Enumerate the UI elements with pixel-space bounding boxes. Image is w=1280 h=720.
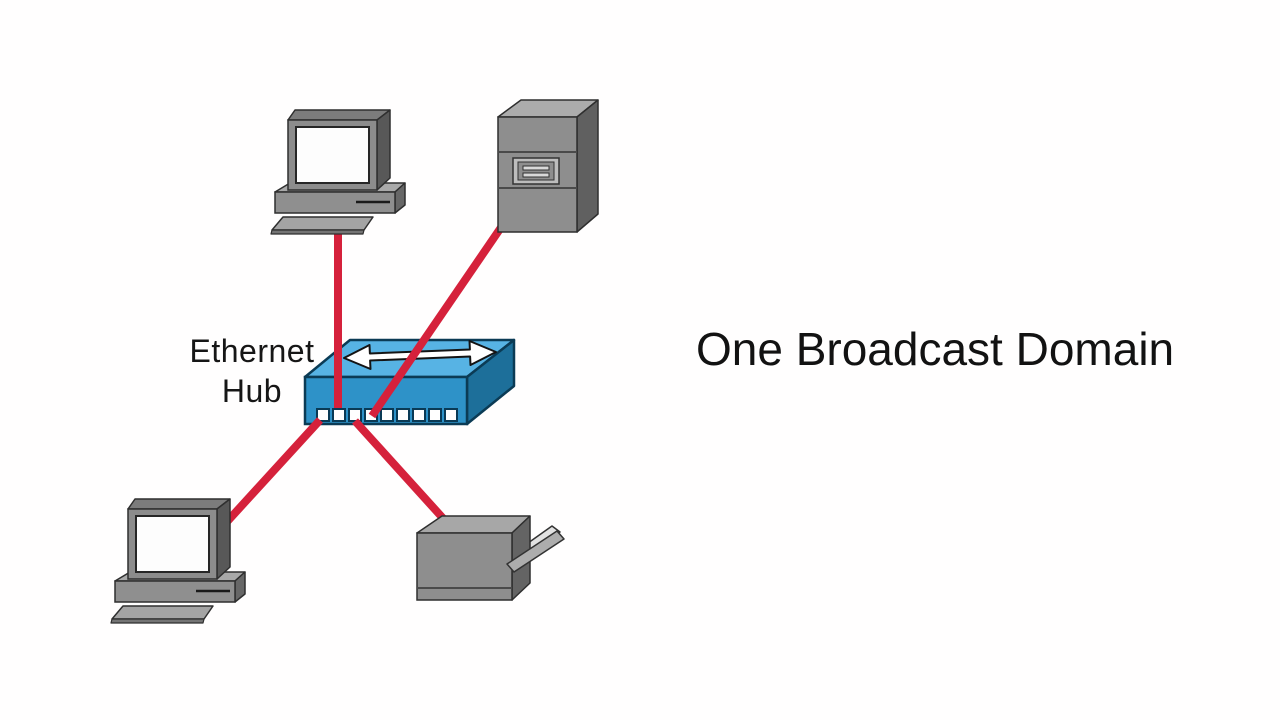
hub-label: Ethernet Hub (163, 331, 341, 411)
cable-hub-to-printer (352, 418, 453, 529)
server-vent-slot (522, 172, 550, 178)
printer-front-face (416, 532, 513, 601)
server-side-face (576, 99, 599, 233)
printer-icon (416, 515, 565, 601)
hub-port (316, 408, 330, 422)
printer-top-face (416, 515, 531, 534)
cable-server-to-hub (368, 223, 506, 419)
server-icon (497, 99, 599, 233)
hub-port (412, 408, 426, 422)
traffic-arrow-icon (343, 340, 497, 370)
page-title: One Broadcast Domain (696, 323, 1175, 375)
hub-port (348, 408, 362, 422)
printer-tray-front-flap (506, 530, 565, 573)
desktop-computer-icon (109, 497, 247, 625)
hub-port (332, 408, 346, 422)
cable-hub-to-bottom-computer (221, 417, 323, 528)
hub-port (428, 408, 442, 422)
hub-label-line1: Ethernet (189, 333, 315, 369)
server-vent-slot (522, 165, 550, 171)
network-cables (221, 223, 506, 529)
hub-port (396, 408, 410, 422)
desktop-computer-icon (269, 108, 407, 236)
hub-label-line2: Hub (221, 373, 283, 409)
hub-ports (316, 408, 458, 422)
hub-port (444, 408, 458, 422)
hub-port (380, 408, 394, 422)
